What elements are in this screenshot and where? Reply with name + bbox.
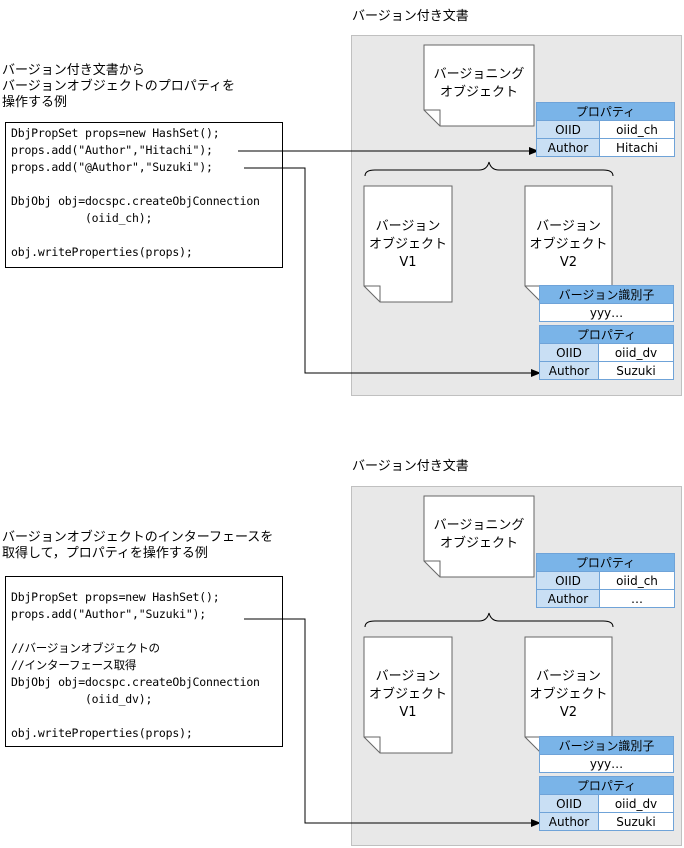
label-line: V2 — [559, 255, 578, 270]
prop-value: Suzuki — [598, 361, 674, 380]
top-version-v2-label: バージョン オブジェクト V2 — [525, 218, 612, 272]
version-id-value: yyy… — [539, 754, 674, 773]
bottom-versioning-object-label: バージョニング オブジェクト — [424, 517, 534, 553]
table-header: バージョン識別子 — [539, 285, 674, 304]
label-line: V1 — [399, 255, 417, 270]
bottom-version-v1-doc — [363, 636, 453, 754]
prop-value: Suzuki — [598, 812, 674, 831]
top-caption: バージョン付き文書から バージョンオブジェクトのプロパティを 操作する例 — [2, 63, 235, 111]
table-header: プロパティ — [536, 553, 675, 572]
top-code: DbjPropSet props=new HashSet(); props.ad… — [11, 125, 260, 261]
bottom-versioning-object-doc — [423, 495, 535, 578]
bottom-versioning-props-table: プロパティ OIID oiid_ch Author … — [536, 553, 675, 608]
code-line: props.add("Author","Hitachi"); — [11, 143, 213, 157]
bottom-brace — [364, 612, 614, 628]
top-doc-title: バージョン付き文書 — [352, 9, 469, 24]
bottom-arrow-author — [244, 618, 541, 827]
prop-key: OIID — [539, 343, 599, 362]
label-line: オブジェクト — [368, 237, 447, 252]
code-line: (oiid_dv); — [11, 692, 153, 706]
top-versioning-object-doc — [423, 44, 535, 127]
bottom-caption-line: バージョンオブジェクトのインターフェースを — [2, 530, 274, 545]
prop-key: OIID — [539, 794, 599, 813]
bottom-code: DbjPropSet props=new HashSet(); props.ad… — [11, 589, 260, 742]
prop-key: Author — [539, 812, 599, 831]
label-line: オブジェクト — [439, 536, 518, 551]
prop-value: oiid_dv — [598, 794, 674, 813]
top-versioning-object-label: バージョニング オブジェクト — [424, 66, 534, 102]
label-line: バージョン — [375, 669, 441, 684]
label-line: オブジェクト — [439, 85, 518, 100]
label-line: バージョニング — [433, 67, 525, 82]
code-line: DbjObj obj=docspc.createObjConnection — [11, 194, 260, 208]
prop-value: … — [599, 589, 675, 608]
code-line: DbjPropSet props=new HashSet(); — [11, 590, 220, 604]
top-caption-line: バージョンオブジェクトのプロパティを — [2, 79, 235, 94]
bottom-version-v1-label: バージョン オブジェクト V1 — [364, 668, 452, 722]
label-line: V1 — [399, 705, 417, 720]
code-line: DbjPropSet props=new HashSet(); — [11, 126, 220, 140]
bottom-version-props-table: プロパティ OIID oiid_dv Author Suzuki — [539, 776, 674, 831]
label-line: オブジェクト — [529, 237, 608, 252]
code-line: props.add("Author","Suzuki"); — [11, 607, 206, 621]
bottom-version-v2-label: バージョン オブジェクト V2 — [525, 668, 612, 722]
label-line: バージョン — [536, 219, 601, 234]
bottom-caption-line: 取得して，プロパティを操作する例 — [2, 546, 208, 561]
table-header: プロパティ — [536, 102, 675, 121]
label-line: オブジェクト — [529, 687, 608, 702]
bottom-code-box — [5, 576, 283, 747]
bottom-doc-title: バージョン付き文書 — [352, 459, 469, 474]
prop-key: Author — [536, 589, 600, 608]
top-version-props-table: プロパティ OIID oiid_dv Author Suzuki — [539, 325, 674, 380]
table-header: バージョン識別子 — [539, 736, 674, 755]
prop-value: oiid_dv — [598, 343, 674, 362]
prop-key: OIID — [536, 120, 600, 139]
code-line: DbjObj obj=docspc.createObjConnection — [11, 675, 260, 689]
label-line: バージョニング — [433, 518, 525, 533]
top-caption-line: バージョン付き文書から — [2, 63, 145, 78]
top-version-id-table: バージョン識別子 yyy… — [539, 285, 674, 322]
bottom-version-id-table: バージョン識別子 yyy… — [539, 736, 674, 773]
top-code-box — [5, 122, 283, 268]
code-line: obj.writeProperties(props); — [11, 245, 193, 259]
table-header: プロパティ — [539, 325, 674, 344]
top-versioning-props-table: プロパティ OIID oiid_ch Author Hitachi — [536, 102, 675, 157]
label-line: オブジェクト — [368, 687, 447, 702]
label-line: バージョン — [536, 669, 601, 684]
top-brace — [364, 161, 614, 177]
code-line: //バージョンオブジェクトの — [11, 641, 160, 655]
code-line: //インターフェース取得 — [11, 658, 137, 672]
prop-key: OIID — [536, 571, 600, 590]
table-header: プロパティ — [539, 776, 674, 795]
label-line: V2 — [559, 705, 578, 720]
prop-value: Hitachi — [599, 138, 675, 157]
prop-value: oiid_ch — [599, 120, 675, 139]
top-version-v1-doc — [363, 185, 453, 303]
label-line: バージョン — [375, 219, 441, 234]
top-caption-line: 操作する例 — [2, 95, 68, 110]
prop-key: Author — [536, 138, 600, 157]
top-version-v1-label: バージョン オブジェクト V1 — [364, 218, 452, 272]
code-line: props.add("@Author","Suzuki"); — [11, 160, 213, 174]
bottom-caption: バージョンオブジェクトのインターフェースを 取得して，プロパティを操作する例 — [2, 530, 273, 562]
prop-key: Author — [539, 361, 599, 380]
version-id-value: yyy… — [539, 303, 674, 322]
prop-value: oiid_ch — [599, 571, 675, 590]
code-line: (oiid_ch); — [11, 211, 153, 225]
top-arrow-at-author — [244, 167, 541, 377]
code-line: obj.writeProperties(props); — [11, 726, 193, 740]
